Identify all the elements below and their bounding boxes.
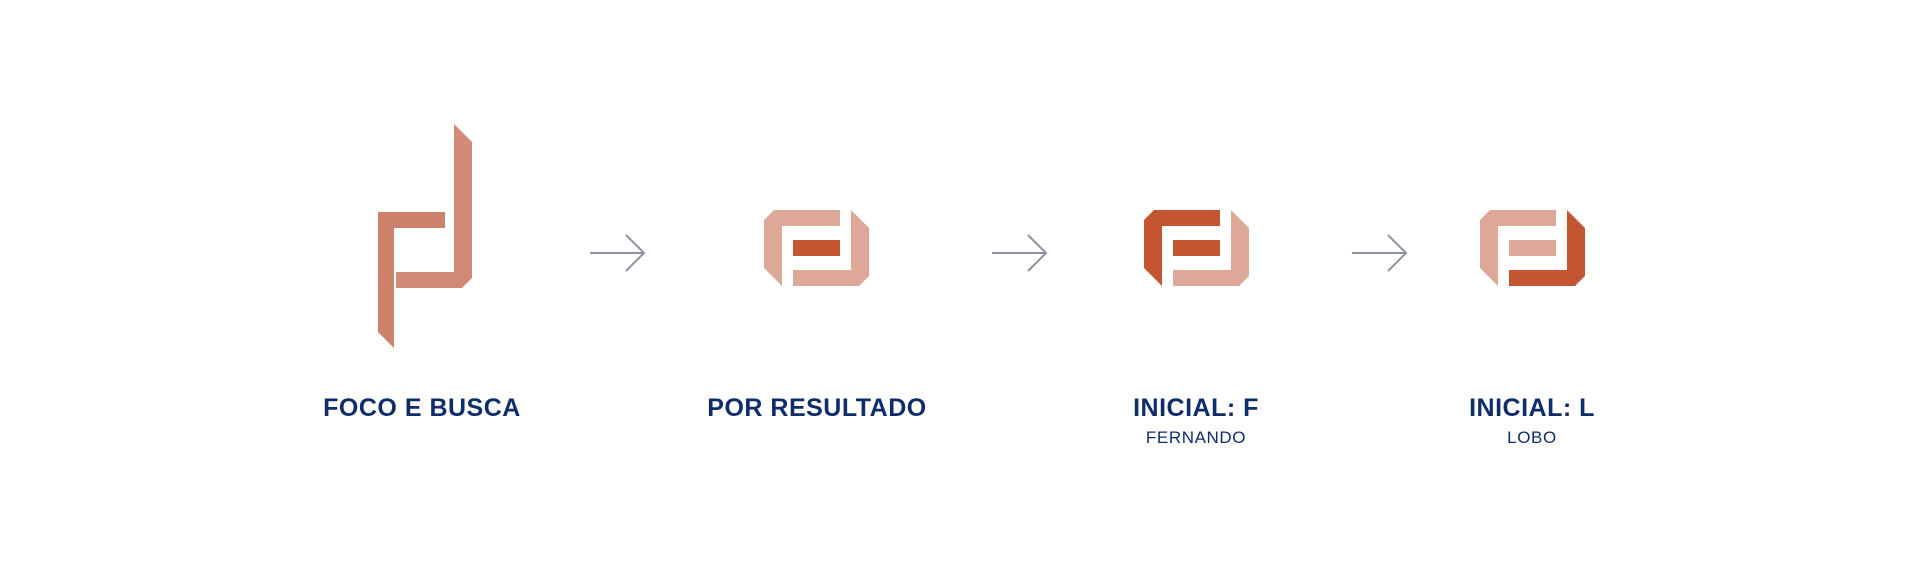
step-subtitle: FERNANDO [1145,428,1247,447]
step-title: FOCO E BUSCA [323,394,521,422]
f-highlight-monogram-icon [1144,210,1249,286]
step-caption: INICIAL: F FERNANDO [1036,393,1356,449]
step-caption: POR RESULTADO [657,393,977,427]
arrow-right-icon [1352,234,1408,272]
result-monogram-icon [764,210,869,286]
step-caption: FOCO E BUSCA [262,393,582,427]
step-title: INICIAL: L [1469,394,1595,422]
pd-monogram-icon [378,124,472,348]
arrow-right-icon [590,234,646,272]
arrow-right-icon [992,234,1048,272]
l-highlight-monogram-icon [1480,210,1585,286]
step-subtitle: LOBO [1507,428,1557,447]
step-caption: INICIAL: L LOBO [1372,393,1692,449]
step-title: INICIAL: F [1133,394,1259,422]
step-title: POR RESULTADO [707,394,927,422]
